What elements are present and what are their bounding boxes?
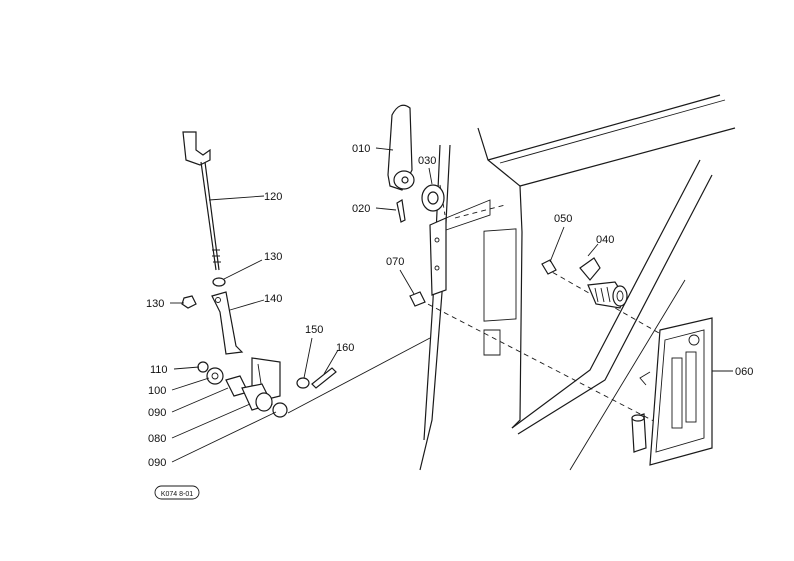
screw-050 [541, 259, 557, 275]
label-130-upper: 130 [264, 251, 282, 263]
label-110: 110 [150, 364, 168, 376]
label-120: 120 [264, 191, 282, 203]
bushing-lower [272, 402, 288, 418]
pin [396, 199, 406, 223]
label-130-lower: 130 [146, 298, 164, 310]
label-070: 070 [386, 256, 404, 268]
nut-upper [212, 277, 226, 287]
label-050: 050 [554, 213, 572, 225]
label-030: 030 [418, 155, 436, 167]
washer-110 [197, 361, 209, 373]
handle-lever [387, 104, 415, 191]
label-020: 020 [352, 203, 370, 215]
leader-lines [170, 147, 733, 463]
washer-150 [296, 377, 310, 389]
label-150: 150 [305, 324, 323, 336]
label-060: 060 [735, 366, 753, 378]
label-010: 010 [352, 143, 370, 155]
label-080: 080 [148, 433, 166, 445]
rod [182, 131, 221, 271]
part-labels: 010 020 030 040 050 060 070 120 130 130 … [146, 143, 753, 469]
label-040: 040 [596, 234, 614, 246]
lock-cylinder [579, 257, 628, 309]
label-100: 100 [148, 385, 166, 397]
figure-code-badge: K074 8-01 [154, 485, 200, 500]
washer-100 [206, 367, 224, 385]
connecting-rod [287, 337, 431, 414]
label-140: 140 [264, 293, 282, 305]
roller [241, 383, 273, 412]
label-160: 160 [336, 342, 354, 354]
figure-code: K074 8-01 [161, 491, 193, 498]
cotter-pin [311, 367, 337, 389]
link-bracket [211, 291, 244, 355]
washer-030 [421, 184, 445, 212]
nut-lower [181, 295, 197, 309]
latch-plate [429, 199, 491, 296]
label-090-lower: 090 [148, 457, 166, 469]
door-handle [631, 317, 713, 466]
label-090-upper: 090 [148, 407, 166, 419]
bolt-070 [409, 291, 426, 307]
